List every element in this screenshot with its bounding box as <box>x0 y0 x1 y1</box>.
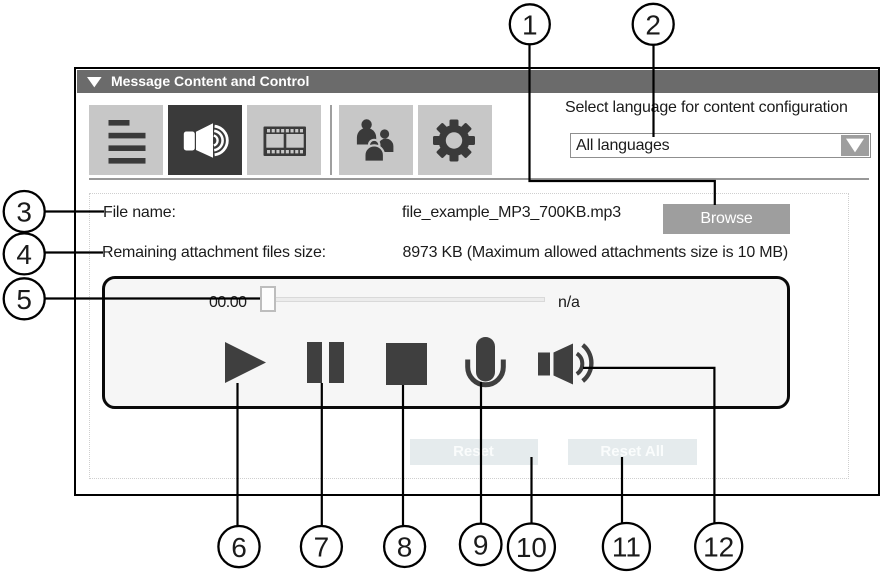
svg-text:12: 12 <box>703 532 734 563</box>
svg-text:11: 11 <box>612 532 641 563</box>
svg-text:1: 1 <box>522 10 538 41</box>
svg-text:4: 4 <box>16 239 32 270</box>
svg-text:3: 3 <box>16 197 32 228</box>
svg-text:2: 2 <box>645 10 661 41</box>
svg-text:8: 8 <box>397 532 413 563</box>
svg-text:7: 7 <box>314 532 330 563</box>
svg-text:5: 5 <box>16 284 32 315</box>
svg-text:9: 9 <box>473 530 489 561</box>
svg-text:10: 10 <box>516 532 547 563</box>
svg-text:6: 6 <box>231 532 247 563</box>
